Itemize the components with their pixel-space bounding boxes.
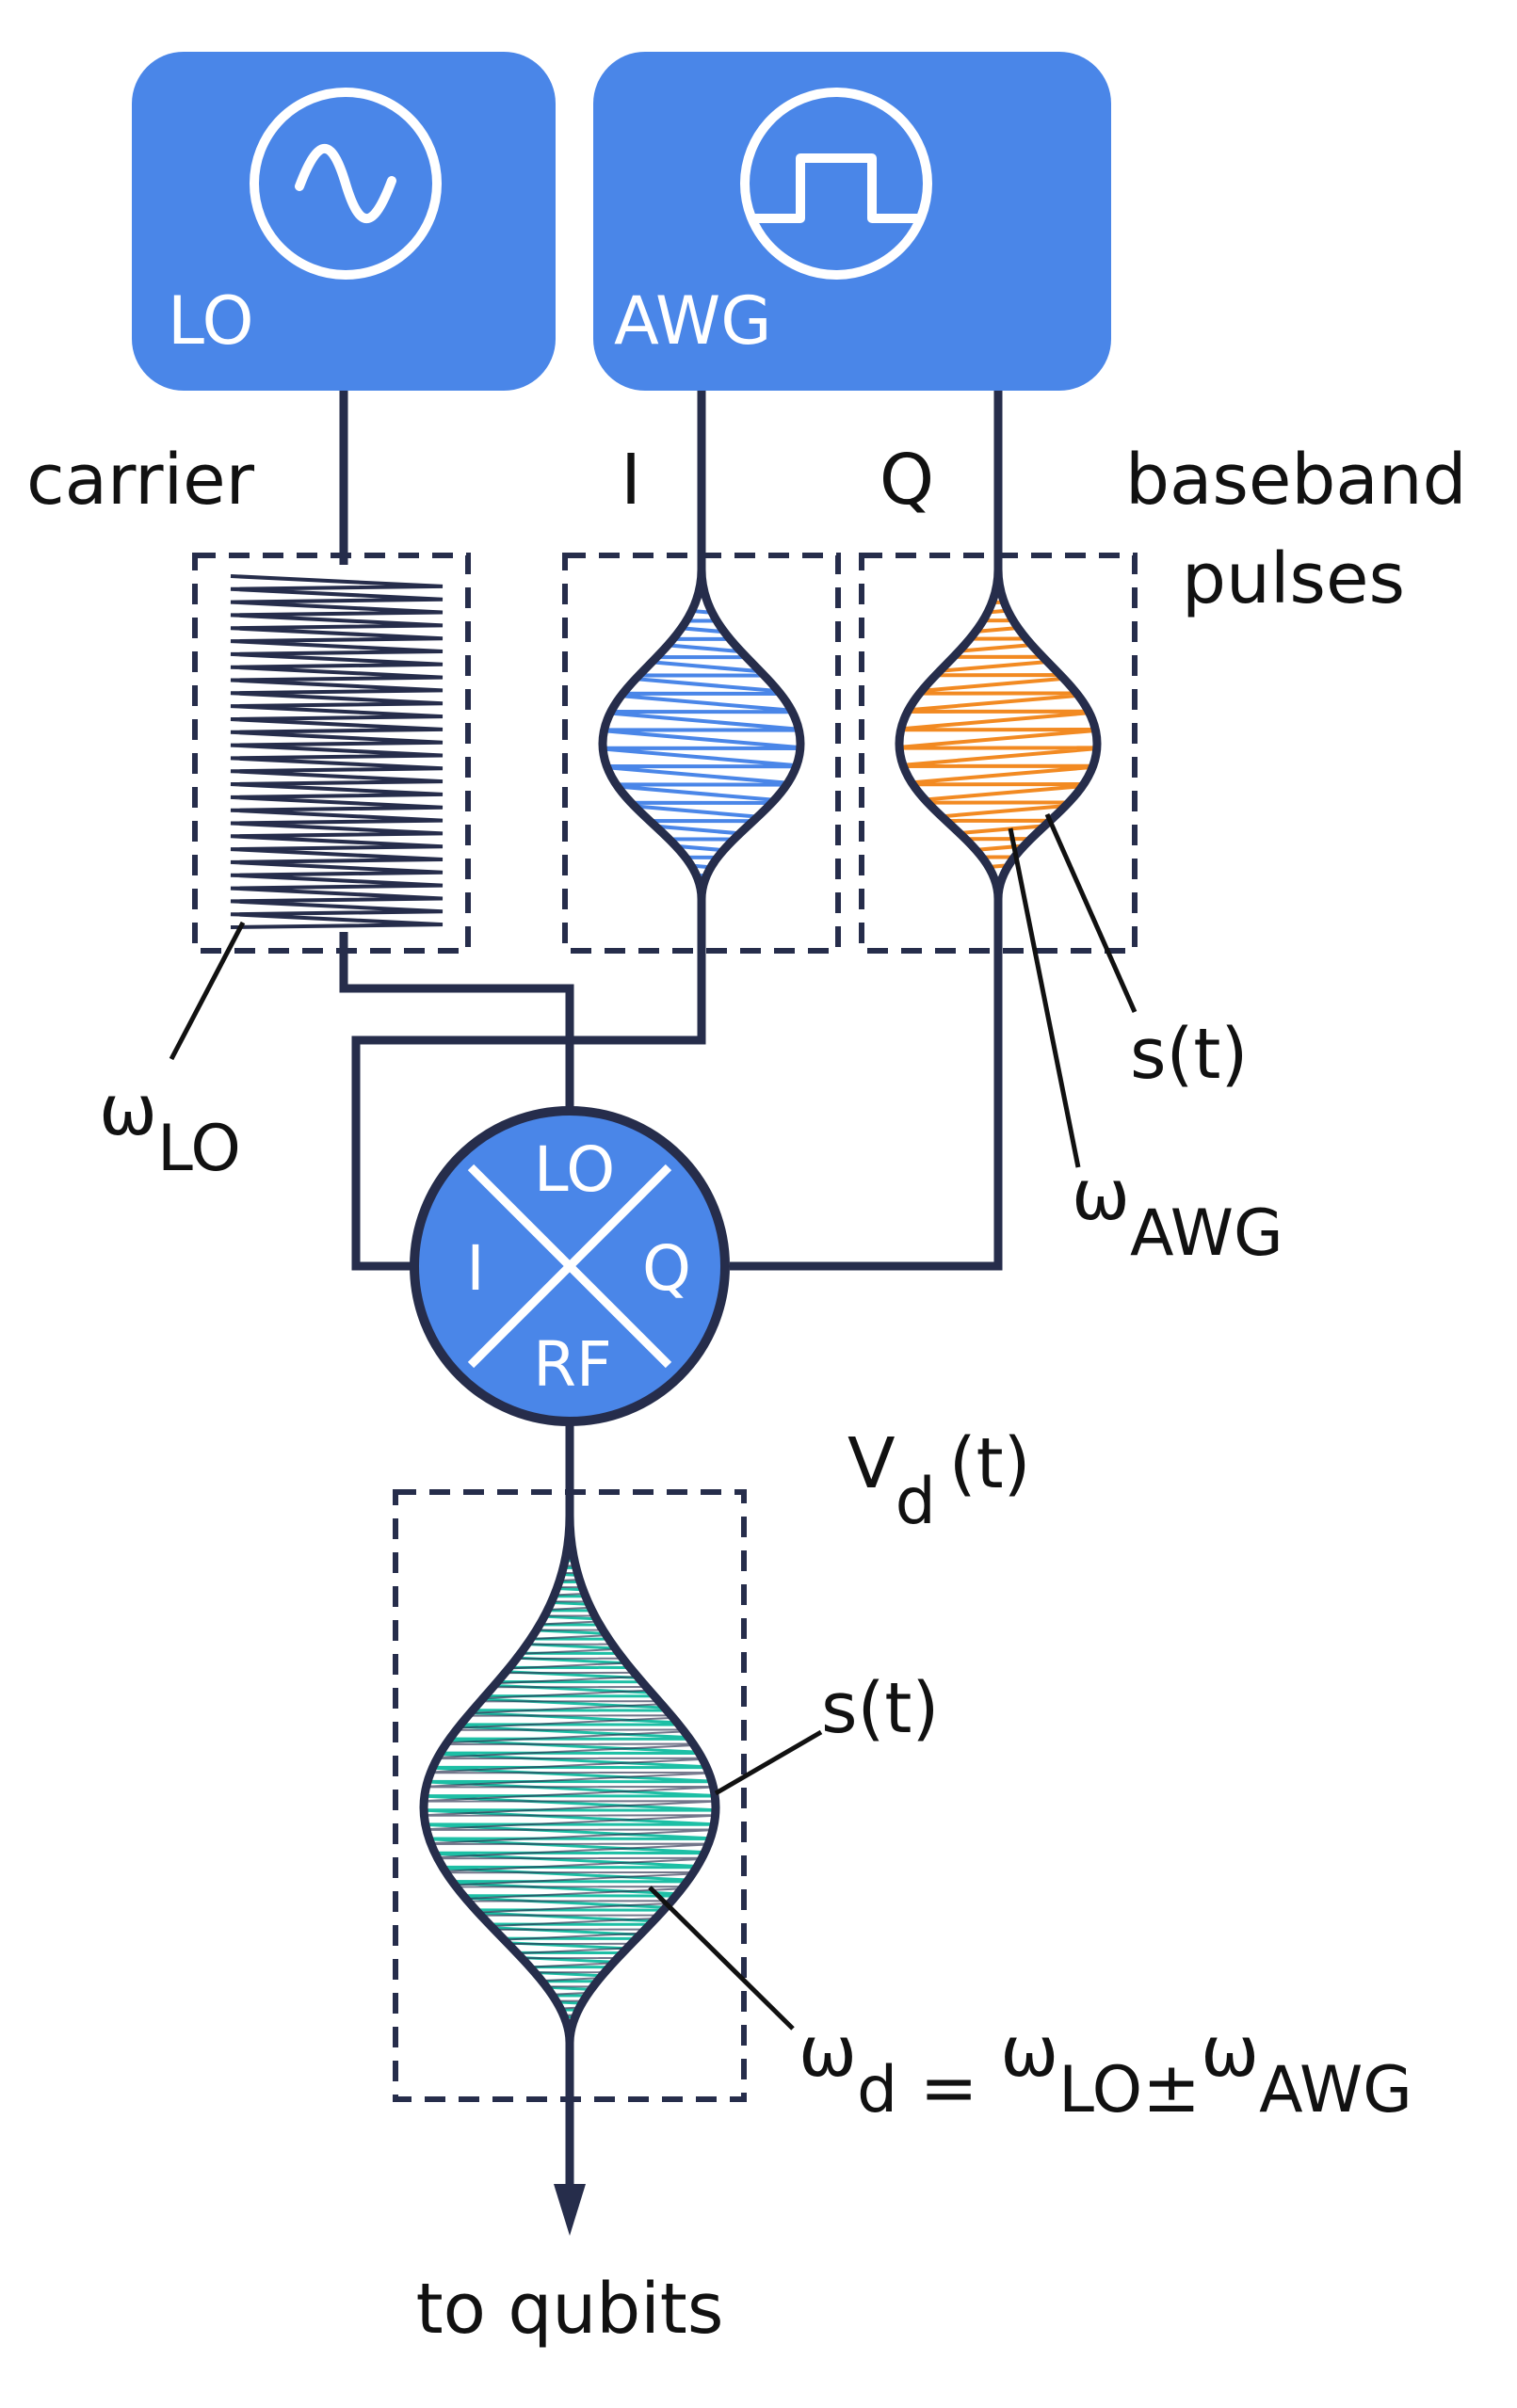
rf-envelope-leader — [714, 1729, 823, 1796]
signal-wires — [339, 391, 1003, 2193]
rf-pulse-envelope — [419, 1515, 720, 2044]
q-envelope-leader — [1044, 812, 1138, 1014]
mixer-port-rf: RF — [533, 1328, 612, 1401]
s-t-label-bottom: s(t) — [821, 1668, 939, 1749]
omega-awg-label: ωAWG — [1072, 1155, 1283, 1271]
omega-lo-label: ωLO — [99, 1070, 241, 1186]
mixer-cross-line-b — [467, 1164, 672, 1369]
mixer-port-i: I — [466, 1232, 484, 1305]
mixer-port-q: Q — [642, 1232, 691, 1305]
q-pulse-envelope — [895, 569, 1102, 900]
lo-block: LO — [132, 52, 556, 391]
i-pulse-envelope — [598, 569, 805, 900]
carrier-to-mixer-lo-wire — [339, 932, 574, 1111]
carrier-wave — [230, 574, 444, 929]
awg-block-label: AWG — [614, 282, 772, 360]
s-t-label-top: s(t) — [1130, 1014, 1248, 1095]
q-pulse-frame — [859, 553, 1138, 954]
q-pulse-fill — [899, 600, 1097, 877]
lo-block-body — [132, 52, 556, 391]
i-channel-label: I — [621, 440, 641, 521]
i-pulse-frame — [562, 553, 841, 954]
awg-block: AWG — [593, 52, 1111, 391]
output-arrow — [554, 2184, 586, 2236]
baseband-label-line1: baseband — [1125, 440, 1467, 521]
omega-lo-leader — [169, 921, 246, 1061]
q-channel-label: Q — [880, 440, 934, 521]
rf-pulse-frame — [393, 1489, 747, 2102]
vd-label: Vd(t) — [847, 1423, 1031, 1539]
square-pulse-icon — [740, 88, 932, 280]
awg-block-body — [593, 52, 1111, 391]
to-qubits-label: to qubits — [416, 2269, 724, 2350]
carrier-label: carrier — [26, 440, 255, 521]
q-to-mixer-wire — [730, 899, 1003, 1271]
omega-d-equation: ωd = ωLO±ωAWG — [799, 2012, 1412, 2128]
baseband-label-line2: pulses — [1182, 538, 1405, 619]
omega-d-leader — [648, 1886, 795, 2031]
mixer-port-lo: LO — [534, 1133, 615, 1206]
i-pulse-fill — [603, 601, 800, 878]
lo-block-label: LO — [168, 282, 254, 360]
omega-awg-leader — [1008, 827, 1081, 1168]
sine-wave-icon — [250, 88, 442, 280]
carrier-frame — [192, 553, 471, 954]
iq-mixer: LO I Q RF — [410, 1106, 730, 1426]
i-to-mixer-wire — [351, 899, 706, 1271]
